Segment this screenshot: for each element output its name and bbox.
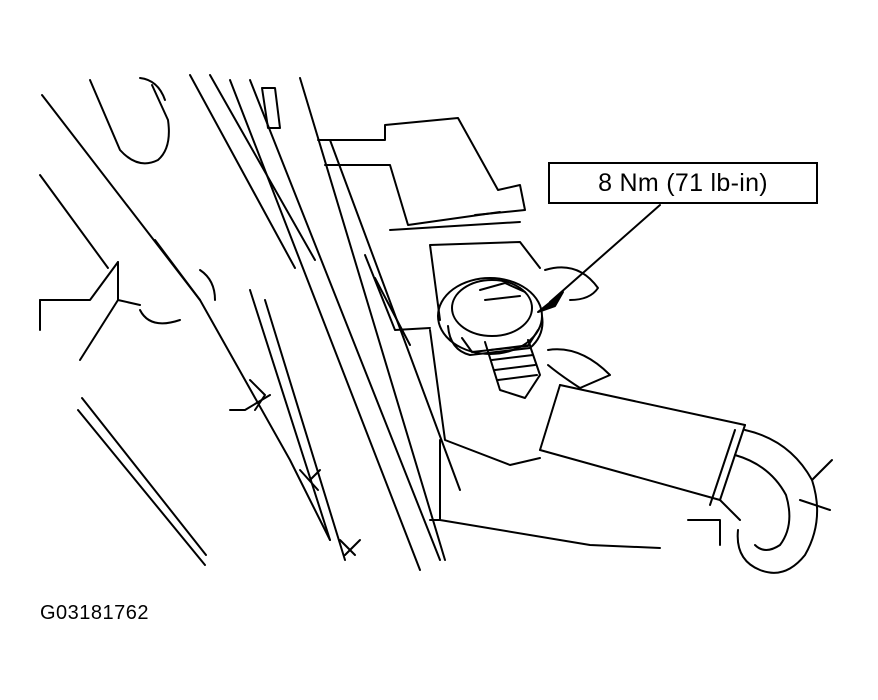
bolt-threads	[485, 340, 540, 398]
torque-callout: 8 Nm (71 lb-in)	[548, 162, 818, 204]
mounting-bracket	[318, 118, 660, 548]
hose-assembly	[540, 385, 832, 573]
figure-id: G03181762	[40, 602, 150, 624]
upper-bracket	[90, 75, 315, 268]
diagonal-members	[230, 78, 460, 570]
torque-spec-label: 8 Nm (71 lb-in)	[598, 168, 768, 197]
retaining-clip	[545, 267, 610, 388]
center-panel	[140, 240, 360, 560]
torque-leader	[538, 205, 660, 312]
frame-rails	[40, 95, 206, 565]
flange-bolt	[438, 278, 543, 355]
